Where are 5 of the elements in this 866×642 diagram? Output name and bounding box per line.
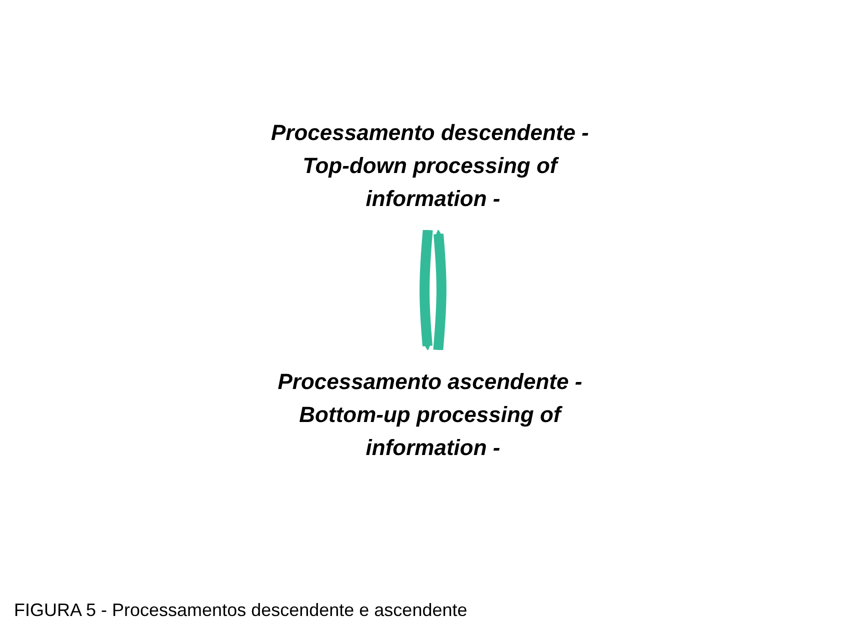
arrow [420, 230, 433, 350]
node-text: Processamento ascendente - Bottom-up processing of information - [278, 369, 582, 460]
arrow [433, 230, 446, 350]
node-text: Processamento descendente - Top-down processing of information - [270, 120, 589, 211]
figure-caption: FIGURA 5 - Processamentos descendente e ascendente [14, 600, 468, 621]
